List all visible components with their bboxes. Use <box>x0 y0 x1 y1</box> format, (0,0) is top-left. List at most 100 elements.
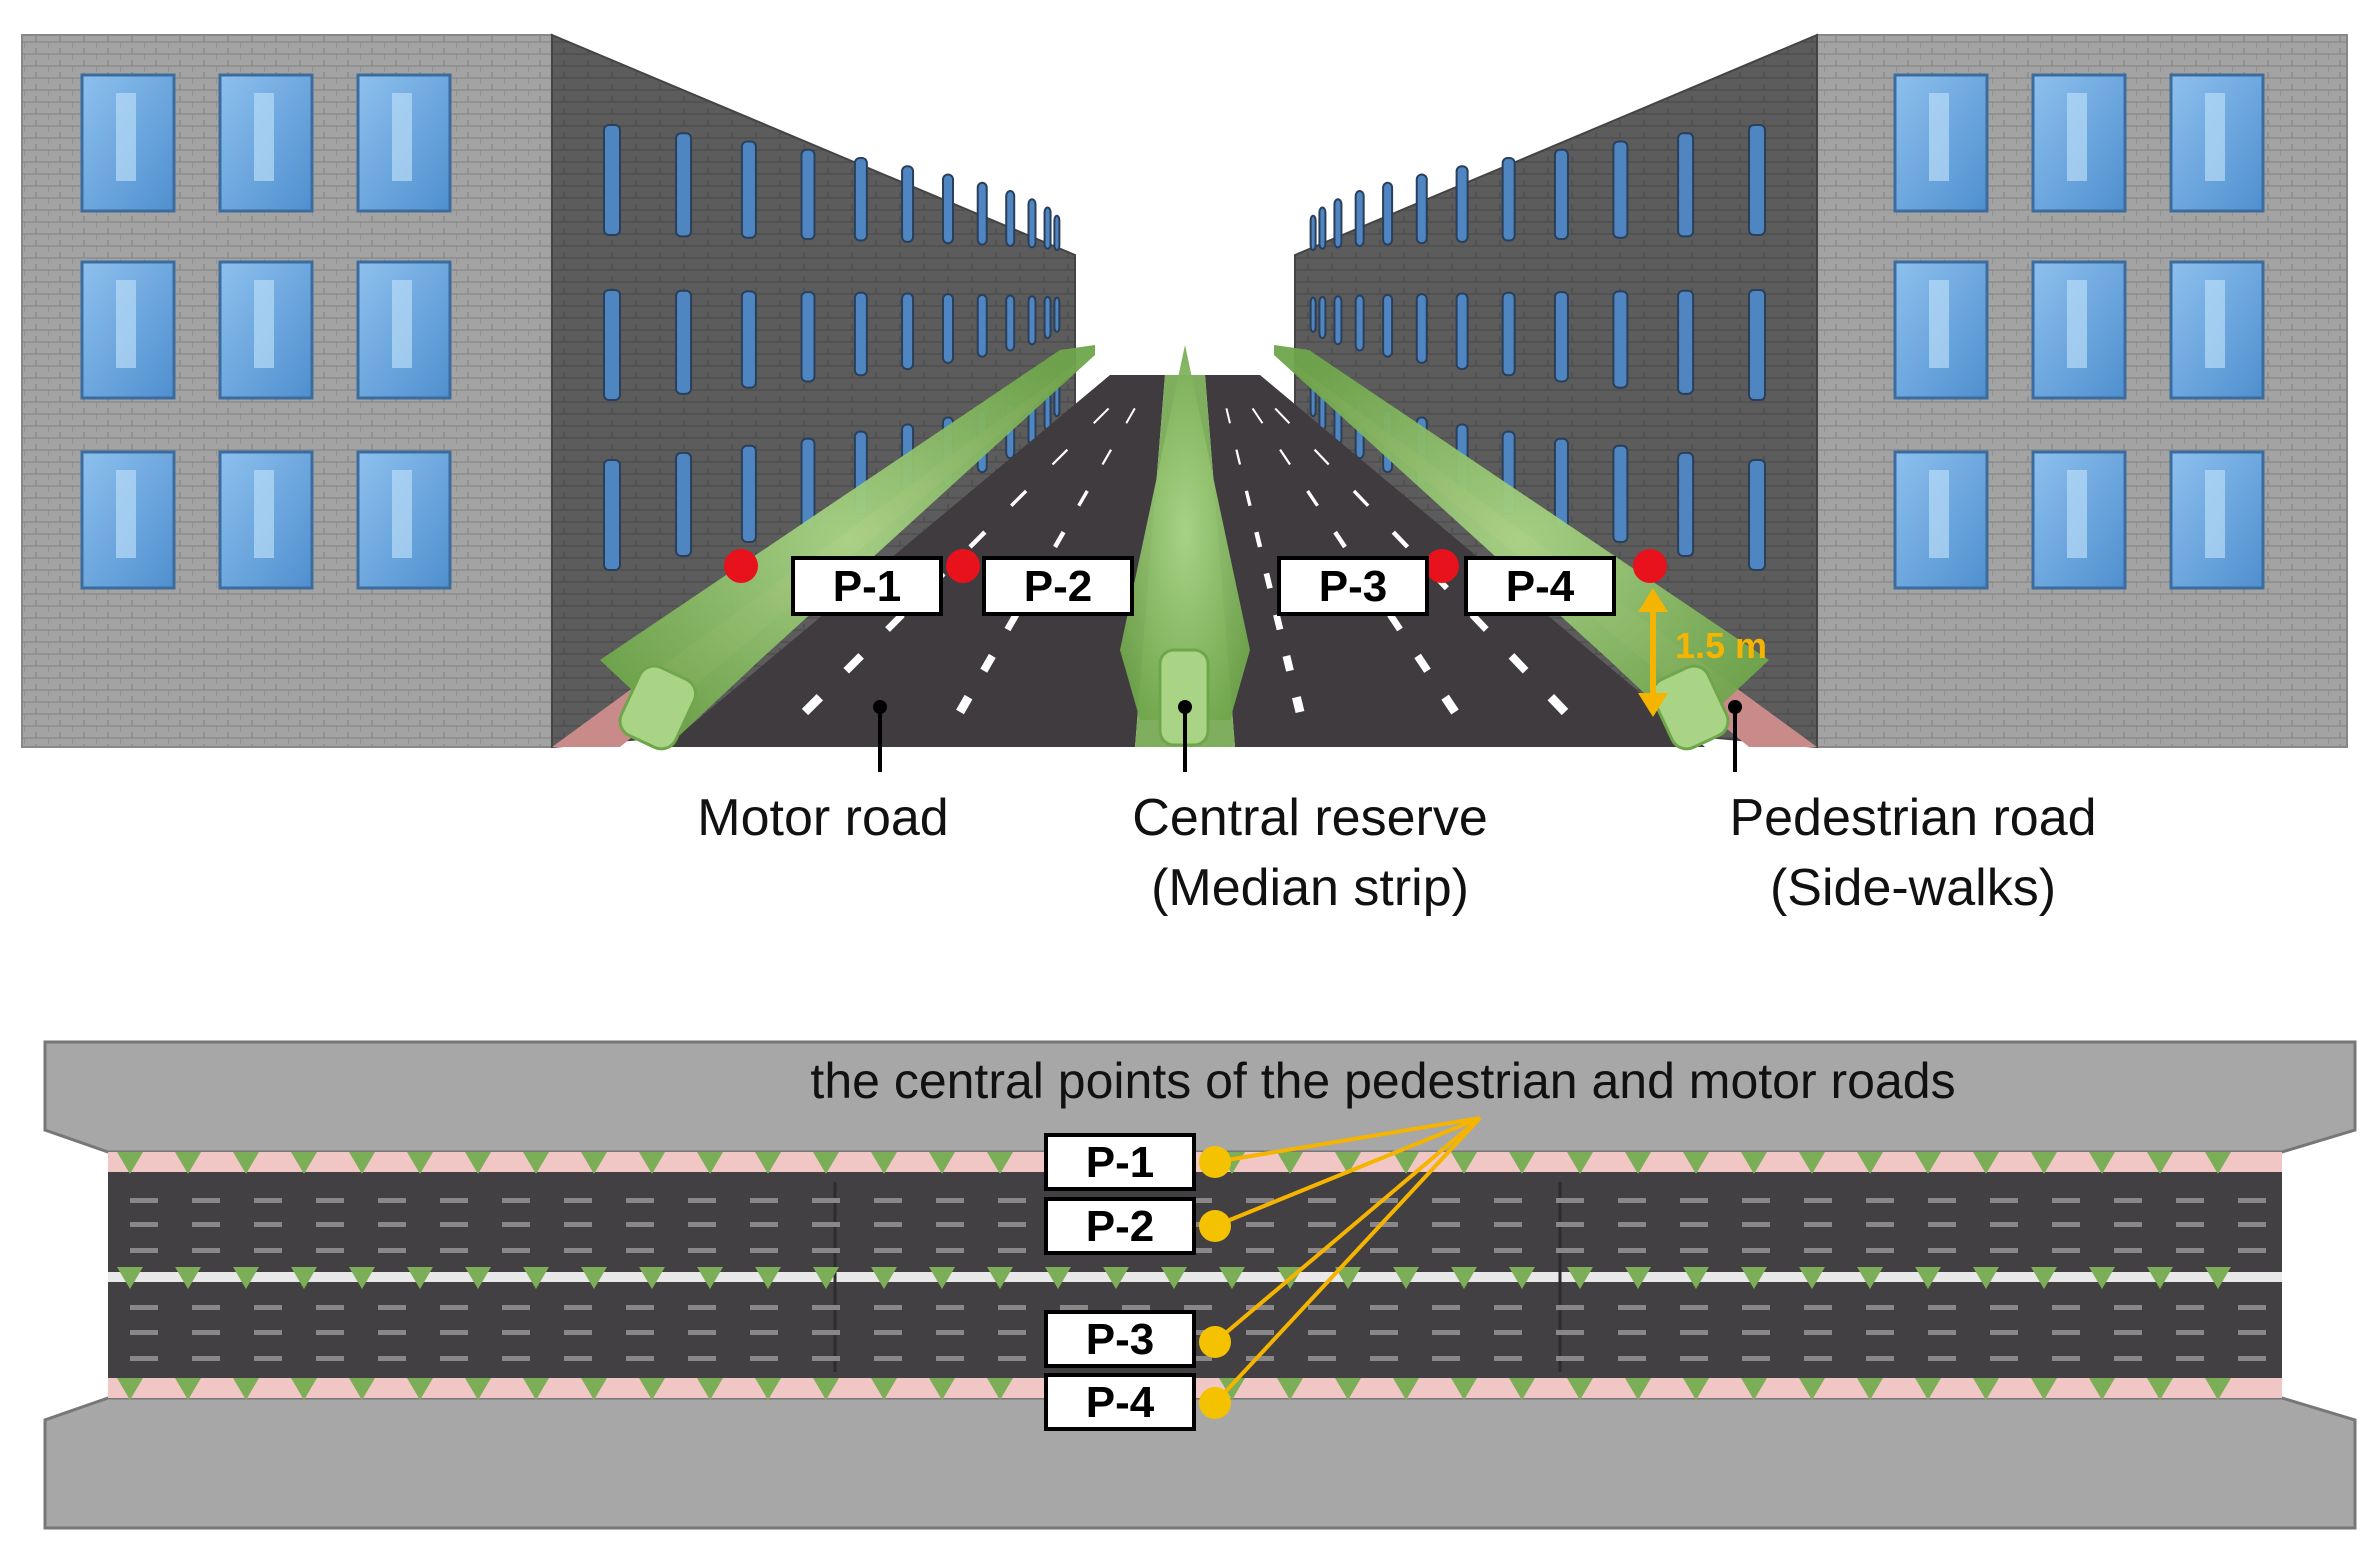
side-window <box>740 140 757 239</box>
plan-dash <box>316 1198 344 1203</box>
plan-dash <box>502 1330 530 1335</box>
plan-dash <box>750 1248 778 1253</box>
plan-tree <box>2031 1267 2057 1289</box>
plan-dash <box>874 1222 902 1227</box>
plan-tree <box>1973 1152 1999 1174</box>
side-window <box>1005 294 1016 352</box>
plan-tree <box>871 1152 897 1174</box>
side-window <box>1677 132 1695 238</box>
lane-dash <box>1004 612 1019 632</box>
plan-label-p2: P-2 <box>1086 1202 1154 1251</box>
plan-view: the central points of the pedestrian and… <box>43 1040 2357 1530</box>
plan-dash <box>1060 1305 1088 1310</box>
plan-dash <box>2052 1330 2080 1335</box>
plan-tree <box>465 1152 491 1174</box>
plan-tree <box>1277 1152 1303 1174</box>
plan-tree <box>639 1267 665 1289</box>
plan-dash <box>1370 1222 1398 1227</box>
window-reflection <box>392 470 412 558</box>
plan-dash <box>2114 1222 2142 1227</box>
lane-dash <box>1053 531 1066 549</box>
height-label: 1.5 m <box>1675 625 1767 666</box>
plan-dash <box>1556 1330 1584 1335</box>
lane-dash <box>968 530 987 549</box>
plan-tree <box>465 1378 491 1400</box>
lane-dash <box>801 693 824 716</box>
plan-dash <box>1866 1248 1894 1253</box>
plan-dash <box>130 1198 158 1203</box>
plan-dash <box>1928 1248 1956 1253</box>
plan-tree <box>755 1378 781 1400</box>
plan-tree <box>2089 1378 2115 1400</box>
right-tree-row <box>1274 345 1769 735</box>
plan-label-box-p4: P-4 <box>1044 1373 1196 1431</box>
side-window <box>853 157 868 242</box>
plan-dash <box>1680 1305 1708 1310</box>
side-window <box>1553 291 1569 383</box>
plan-tree <box>697 1152 723 1174</box>
plan-tree <box>2147 1378 2173 1400</box>
lane-dash <box>1254 531 1263 548</box>
side-window <box>1333 295 1343 346</box>
plan-tree <box>1741 1152 1767 1174</box>
plan-tree <box>1393 1378 1419 1400</box>
side-window <box>1677 451 1695 558</box>
plan-tree <box>1683 1378 1709 1400</box>
plan-tree <box>1103 1267 1129 1289</box>
plan-dash <box>502 1198 530 1203</box>
plan-dash <box>192 1248 220 1253</box>
plan-tree <box>465 1267 491 1289</box>
lane-dash <box>1125 407 1136 424</box>
side-window <box>1309 296 1317 333</box>
side-window <box>1677 289 1695 395</box>
plan-tree <box>175 1267 201 1289</box>
plan-dash <box>1742 1222 1770 1227</box>
lane-dash <box>1441 694 1459 715</box>
plan-dash <box>564 1330 592 1335</box>
side-window <box>1318 206 1327 250</box>
plan-dash <box>1804 1198 1832 1203</box>
plan-dash <box>1494 1305 1522 1310</box>
left-hedge-front <box>618 664 698 751</box>
lane-dash <box>1077 490 1089 507</box>
plan-dash <box>2238 1222 2266 1227</box>
plan-dash <box>440 1330 468 1335</box>
plan-dash <box>440 1305 468 1310</box>
plan-dash <box>1184 1198 1212 1203</box>
plan-dash <box>502 1305 530 1310</box>
plan-label-box-p2: P-2 <box>1044 1197 1196 1255</box>
plan-tree <box>1857 1378 1883 1400</box>
plan-tree <box>1741 1267 1767 1289</box>
plan-dash <box>1990 1356 2018 1361</box>
plan-dash <box>688 1222 716 1227</box>
side-window <box>1382 181 1394 246</box>
lane-dash <box>1093 407 1110 424</box>
central-reserve-label: Central reserve <box>1132 789 1487 847</box>
lane-dash <box>1101 449 1113 466</box>
lane-dash <box>1306 489 1319 507</box>
plan-dash <box>2176 1330 2204 1335</box>
plan-dash <box>1742 1356 1770 1361</box>
plan-dash <box>2052 1305 2080 1310</box>
side-window <box>1354 190 1365 247</box>
plan-tree <box>755 1152 781 1174</box>
plan-tree <box>1973 1267 1999 1289</box>
plan-dash <box>2238 1305 2266 1310</box>
side-window <box>1027 295 1037 346</box>
side-window <box>1612 444 1629 544</box>
plan-dash <box>564 1222 592 1227</box>
plan-dash <box>750 1356 778 1361</box>
plan-tree <box>581 1378 607 1400</box>
plan-dash <box>254 1305 282 1310</box>
plan-dash <box>812 1222 840 1227</box>
plan-dash <box>254 1356 282 1361</box>
plan-dash <box>1308 1356 1336 1361</box>
plan-dash <box>874 1330 902 1335</box>
plan-tree <box>291 1267 317 1289</box>
point-p1 <box>724 549 758 583</box>
plan-dash <box>626 1248 654 1253</box>
plan-dash <box>1804 1248 1832 1253</box>
plan-tree <box>639 1152 665 1174</box>
lane-dash <box>1274 407 1291 424</box>
plan-dash <box>254 1248 282 1253</box>
